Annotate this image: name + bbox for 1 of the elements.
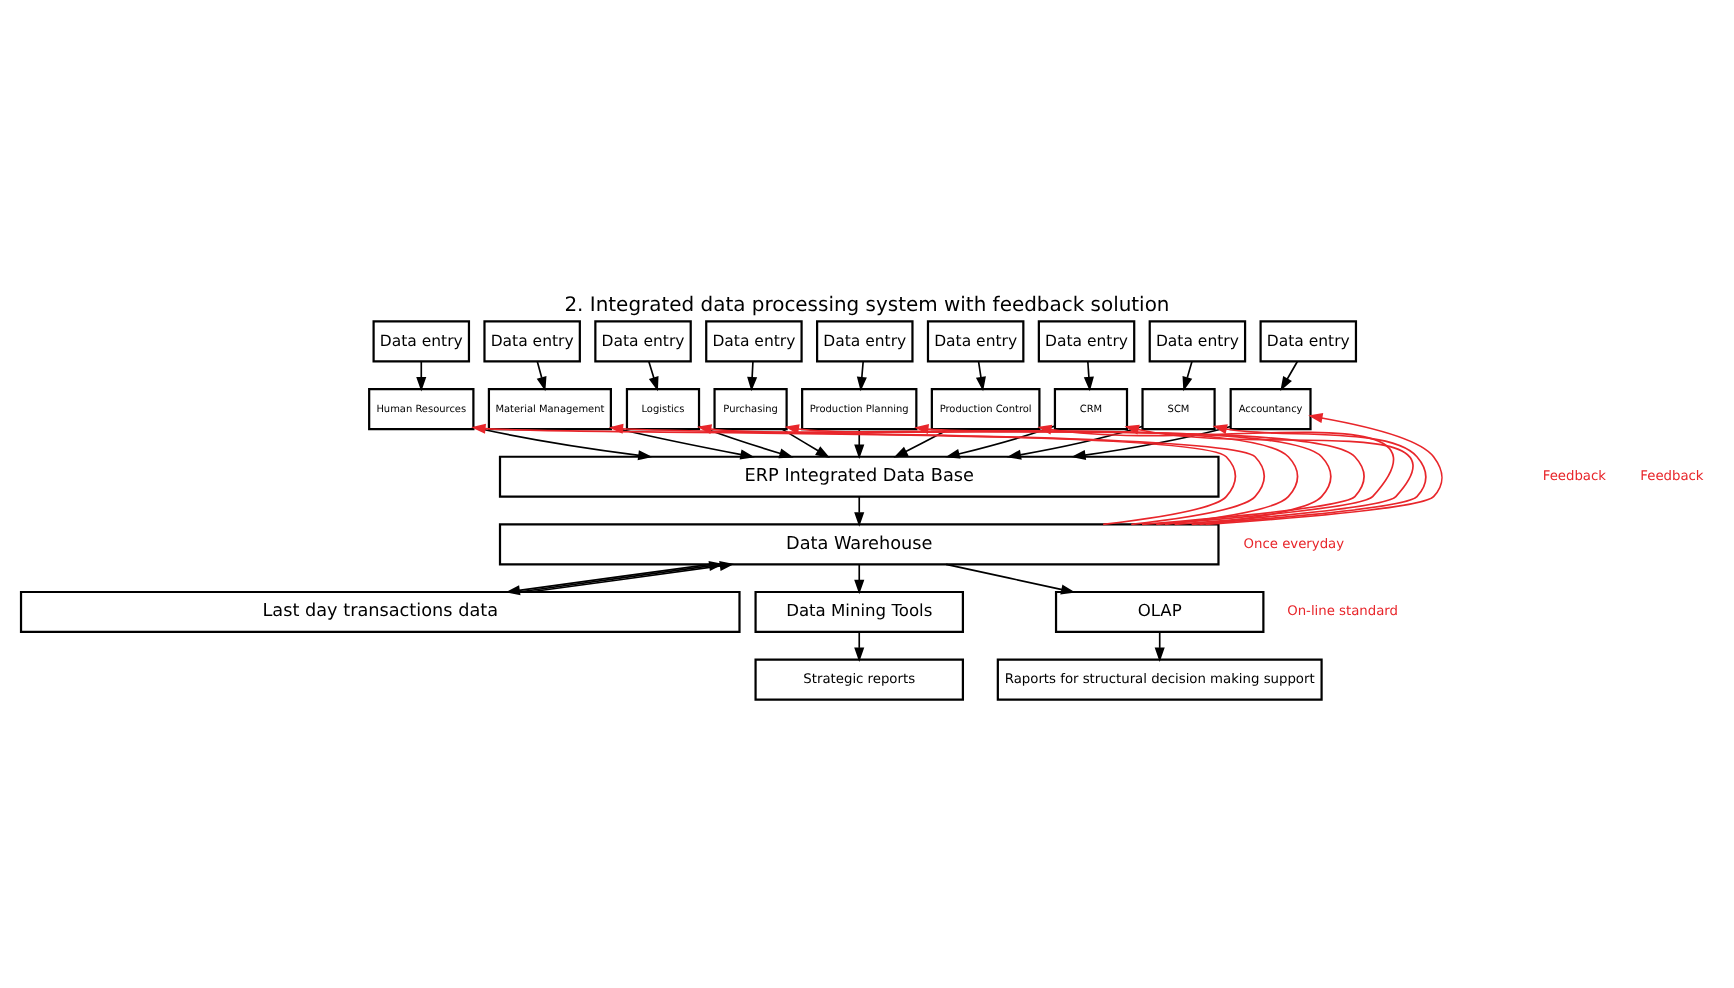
diagram-title: 2. Integrated data processing system with feedback solution [564, 293, 1170, 316]
